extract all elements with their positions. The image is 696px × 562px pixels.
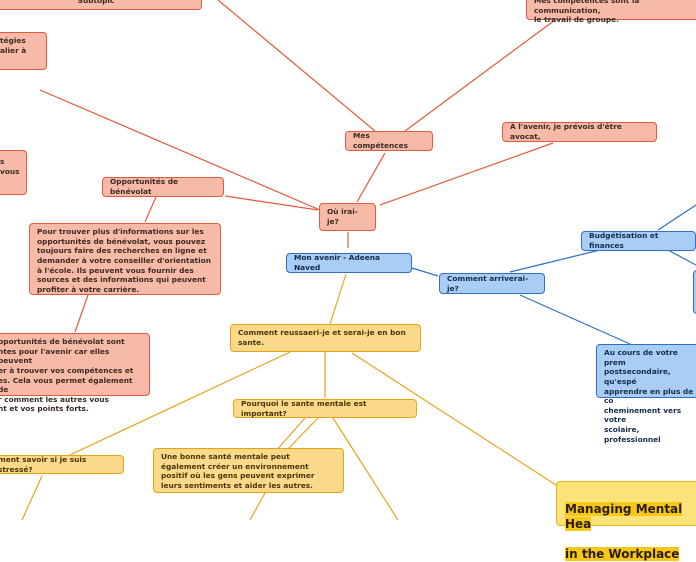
connector [74,294,89,333]
connector [69,351,291,456]
connector [329,273,347,325]
node-au-cours-postsecondaire[interactable]: Au cours de votre prem postsecondaire, q… [596,344,696,444]
managing-title-line2: in the Workplace [565,547,680,561]
connector [509,248,605,273]
node-left-fragment[interactable]: s vous [0,150,27,195]
connector [21,475,43,520]
node-mes-competences[interactable]: Mes compétences [345,131,433,151]
node-subtopic[interactable]: Subtopic [0,0,202,10]
connector [404,19,556,132]
connector [351,352,557,486]
connector [39,89,321,211]
node-comment-savoir-stresse[interactable]: ment savoir si je suis stressé? [0,455,124,474]
node-avenir-avocat[interactable]: À l'avenir, je prévois d'être avocat, [502,122,657,142]
node-mon-avenir[interactable]: Mon avenir - Adeena Naved [286,253,412,273]
connector [411,267,439,277]
connector [217,0,376,132]
node-right-edge-fragment[interactable] [693,270,696,314]
connector [519,294,631,345]
connector [332,417,399,520]
node-trouver-informations[interactable]: Pour trouver plus d'informations sur les… [29,223,221,295]
connector [379,142,554,206]
connector [284,417,319,453]
node-bonne-sante-mentale[interactable]: Une bonne santé mentale peut également c… [153,448,344,493]
node-ou-irai-je[interactable]: Où irai- je? [319,203,376,231]
connector [144,196,157,223]
connector [274,417,306,453]
node-opportunites-benevolat[interactable]: Opportunités de bénévolat [102,177,224,197]
connector [356,152,386,203]
node-comment-arriverai-je[interactable]: Comment arriverai-je? [439,273,545,294]
connector [249,492,266,520]
managing-title-line1: Managing Mental Hea [565,502,683,531]
node-opportunites-sont[interactable]: pportunités de bénévolat sont ntes pour … [0,333,150,413]
node-strategies[interactable]: tégies alier à [0,32,47,70]
node-competences-communication[interactable]: Mes compétences sont la communication, l… [526,0,696,24]
connector [657,204,696,231]
node-comment-reussir[interactable]: Comment reussaeri-je et serai-je en bon … [230,324,421,352]
node-pourquoi-sante-mentale[interactable]: Pourquoi le sante mentale est important? [233,399,417,418]
connector-layer [21,0,696,520]
connector [667,249,696,266]
node-budgetisation-finances[interactable]: Budgétisation et finances [581,231,696,251]
node-managing-mental-health[interactable]: Managing Mental Hea in the Workplace [556,481,696,561]
connector [224,195,319,211]
